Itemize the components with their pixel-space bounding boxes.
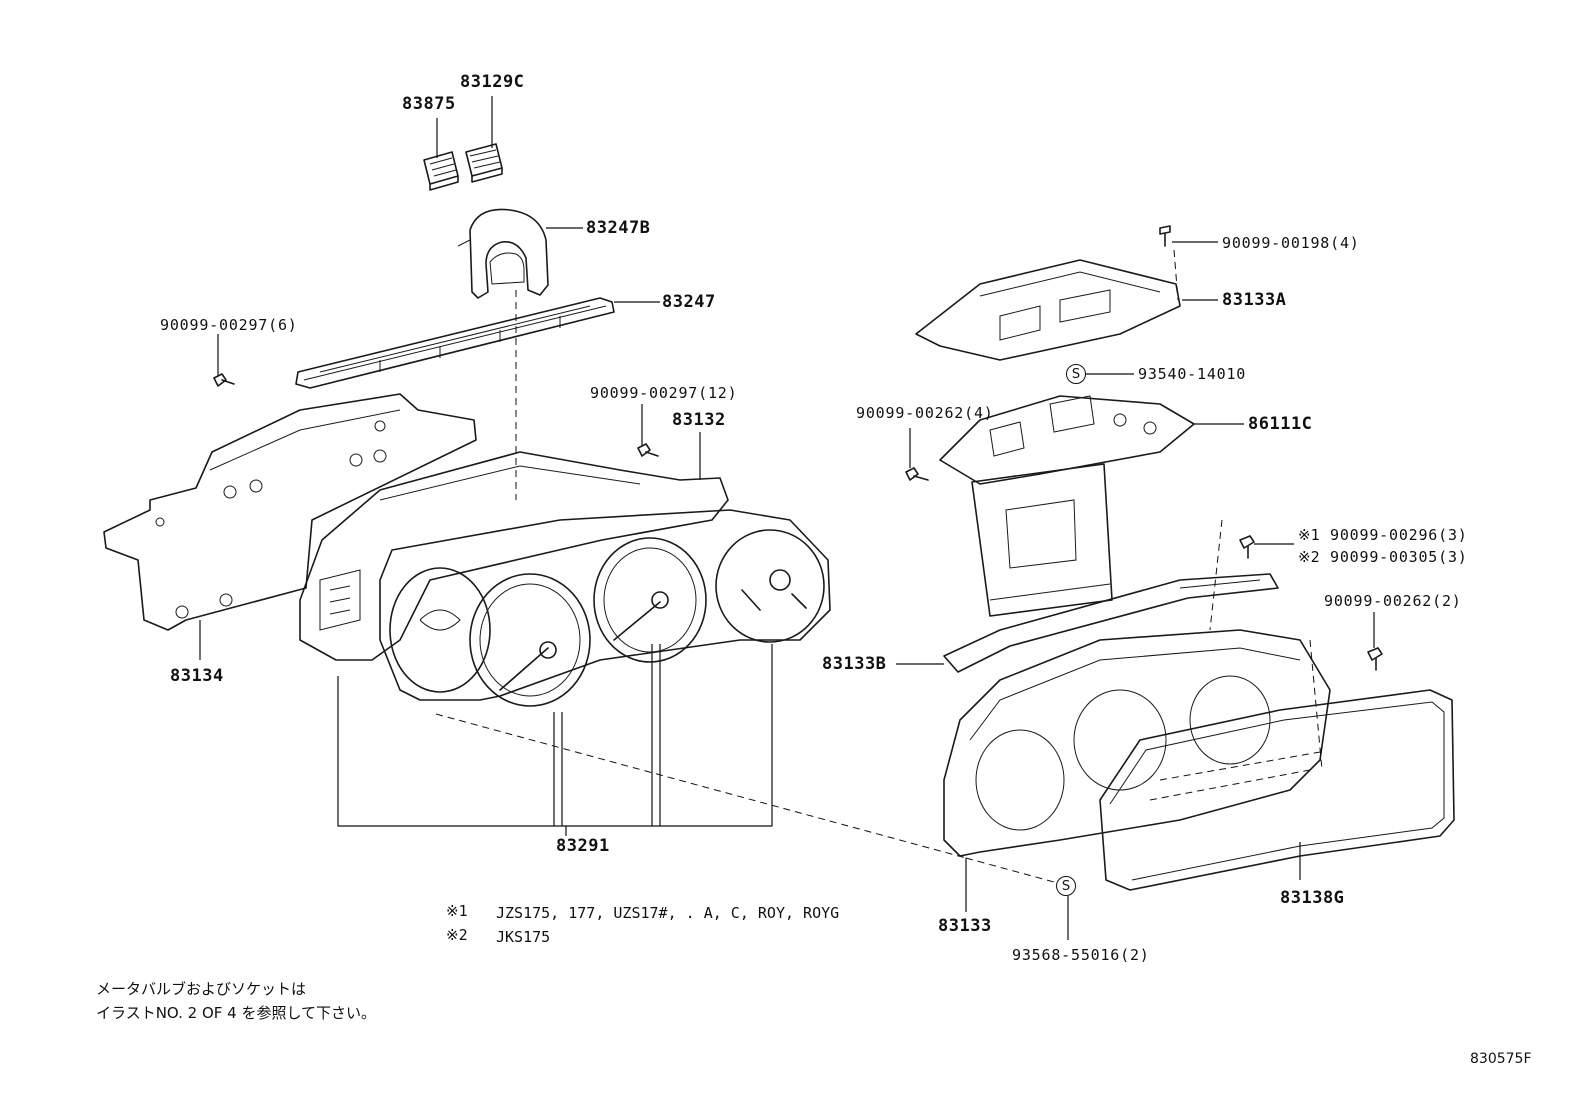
housing-83133 [943, 629, 1331, 857]
screw-90099-00297-6 [213, 373, 235, 387]
label-83247: 83247 [662, 292, 716, 312]
s-marker-top: S [1066, 364, 1086, 384]
label-83875: 83875 [402, 94, 456, 114]
display-frame [971, 463, 1113, 617]
screw-90099-00297-12 [637, 443, 659, 457]
strip-83247 [295, 297, 615, 389]
footnote-1-text: JZS175, 177, UZS17#, . A, C, ROY, ROYG [496, 904, 840, 922]
label-93568-55016-2: 93568-55016(2) [1012, 946, 1150, 964]
star1-marker: ※1 [1298, 526, 1320, 544]
strip-83133B [943, 573, 1279, 673]
label-83132: 83132 [672, 410, 726, 430]
label-90099-00296-3: 90099-00296(3) [1330, 526, 1468, 544]
label-90099-00305-3: 90099-00305(3) [1330, 548, 1468, 566]
label-93540-14010: 93540-14010 [1138, 365, 1247, 383]
connector-83875 [423, 151, 459, 191]
screw-90099-00198-4 [1159, 225, 1171, 247]
label-83247B: 83247B [586, 218, 651, 238]
label-83134: 83134 [170, 666, 224, 686]
drawing-id: 830575F [1470, 1051, 1532, 1067]
board-83134 [103, 393, 477, 631]
label-90099-00262-2: 90099-00262(2) [1324, 592, 1462, 610]
gauge-cluster-83291 [379, 509, 831, 707]
s-marker-bottom: S [1056, 876, 1076, 896]
label-83133A: 83133A [1222, 290, 1287, 310]
label-83138G: 83138G [1280, 888, 1345, 908]
japanese-note-line1: メータバルブおよびソケットは [96, 980, 307, 998]
lens-83138G [1099, 689, 1455, 891]
japanese-note-line2: イラストNO. 2 OF 4 を参照して下さい。 [96, 1004, 377, 1022]
label-90099-00297-12: 90099-00297(12) [590, 384, 738, 402]
bracket-83247B [457, 208, 549, 299]
label-83129C: 83129C [460, 72, 525, 92]
label-90099-00262-4: 90099-00262(4) [856, 404, 994, 422]
label-83133B: 83133B [822, 654, 887, 674]
label-83291: 83291 [556, 836, 610, 856]
screw-90099-00262-2 [1367, 647, 1383, 671]
star2-marker: ※2 [1298, 548, 1320, 566]
board-83132 [299, 451, 729, 661]
label-90099-00198-4: 90099-00198(4) [1222, 234, 1360, 252]
connector-83129C [465, 143, 503, 183]
label-86111C: 86111C [1248, 414, 1313, 434]
screw-90099-00296-3 [1239, 535, 1255, 559]
cover-83133A [915, 259, 1181, 361]
screw-90099-00262-4 [905, 467, 929, 481]
footnote-2-mark: ※2 [446, 926, 468, 944]
footnote-1-mark: ※1 [446, 902, 468, 920]
label-83133: 83133 [938, 916, 992, 936]
label-90099-00297-6: 90099-00297(6) [160, 316, 298, 334]
footnote-2-text: JKS175 [496, 928, 551, 946]
